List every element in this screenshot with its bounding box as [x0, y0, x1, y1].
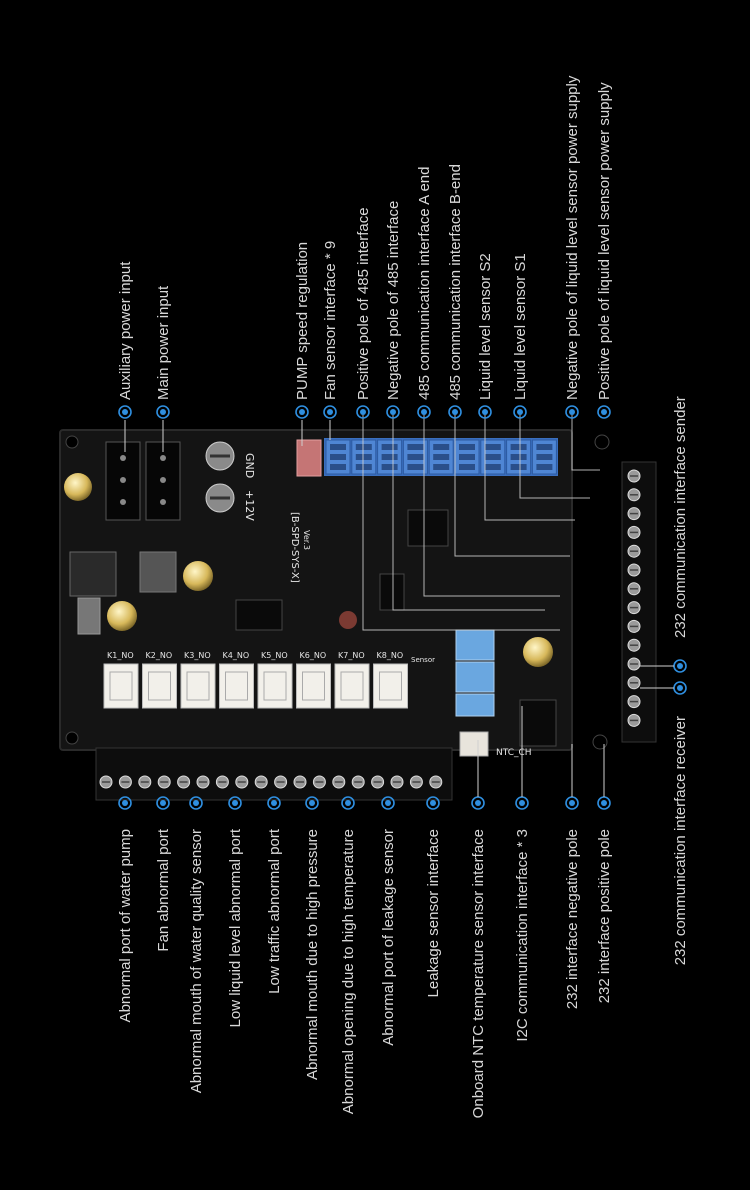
i2c-connector — [455, 693, 495, 717]
sensor-silk-label: Sensor — [411, 656, 435, 664]
marker-dot — [295, 405, 309, 419]
bottom-callout-label: Abnormal port of leakage sensor — [380, 829, 397, 1046]
marker-dot — [323, 405, 337, 419]
board-version-text: Ver.3 — [302, 530, 311, 550]
bottom-callout-label: 232 interface positive pole — [596, 829, 613, 1003]
top-callout-label: 485 communication interface B-end — [447, 164, 464, 400]
top-callout-label: Fan sensor interface * 9 — [322, 241, 339, 400]
marker-dot — [478, 405, 492, 419]
i2c-connector — [455, 629, 495, 661]
marker-dot — [513, 405, 527, 419]
top-callout-label: Negative pole of liquid level sensor pow… — [564, 75, 581, 400]
marker-dot — [118, 405, 132, 419]
marker-dot — [448, 405, 462, 419]
bottom-callout-label: Abnormal port of water pump — [117, 829, 134, 1022]
right-terminal-block — [621, 461, 657, 743]
marker-dot — [565, 405, 579, 419]
capacitor — [64, 473, 92, 501]
relay — [373, 663, 408, 709]
capacitor — [107, 601, 137, 631]
bottom-callout-label: Low traffic abnormal port — [266, 828, 283, 994]
marker-dot — [386, 405, 400, 419]
top-callout-label: Liquid level sensor S2 — [477, 253, 494, 400]
ic-chip — [519, 699, 557, 747]
relay-label: K7_NO — [338, 651, 365, 660]
marker-dot — [381, 796, 395, 810]
top-callout-label: Auxiliary power input — [117, 261, 134, 400]
top-callout-label: PUMP speed regulation — [294, 242, 311, 400]
i2c-connector — [455, 661, 495, 693]
relay-label: K1_NO — [107, 651, 134, 660]
marker-dot — [673, 659, 687, 673]
relay — [334, 663, 370, 709]
relay — [142, 663, 177, 709]
bottom-callout-label: Fan abnormal port — [155, 828, 172, 951]
top-callout-label: 485 communication interface A end — [416, 167, 433, 400]
bottom-callout-label: Leakage sensor interface — [425, 829, 442, 997]
relay — [219, 663, 254, 709]
marker-dot — [228, 796, 242, 810]
bottom-callout-label: Onboard NTC temperature sensor interface — [470, 829, 487, 1118]
v12-silk-label: +12V — [243, 490, 256, 521]
marker-dot — [417, 405, 431, 419]
top-callout-label: Positive pole of 485 interface — [355, 207, 372, 400]
marker-dot — [305, 796, 319, 810]
marker-dot — [515, 796, 529, 810]
top-callout-label: 232 communication interface sender — [672, 396, 689, 638]
marker-dot — [356, 405, 370, 419]
bottom-callout-label: I2C communication interface * 3 — [514, 829, 531, 1042]
bottom-callout-label: 232 interface negative pole — [564, 829, 581, 1009]
pcb-board: GND +12V [B-SPD-SYS-X] Ver.3 NTC_CH Sens… — [59, 412, 657, 801]
top-callout-label: Liquid level sensor S1 — [512, 253, 529, 400]
ic-chip — [407, 509, 449, 547]
ic-chip — [235, 599, 283, 631]
bottom-callout-label: Abnormal mouth due to high pressure — [304, 829, 321, 1080]
relay — [103, 663, 139, 709]
pump-connector — [296, 439, 322, 477]
voltage-regulator — [69, 551, 117, 597]
top-callout-label: Negative pole of 485 interface — [385, 201, 402, 400]
relay-label: K8_NO — [377, 651, 404, 660]
fuse — [77, 597, 101, 635]
marker-dot — [341, 796, 355, 810]
capacitor — [183, 561, 213, 591]
marker-dot — [471, 796, 485, 810]
top-callout-label: Positive pole of liquid level sensor pow… — [596, 82, 613, 400]
marker-dot — [673, 681, 687, 695]
bottom-callout-label: Abnormal opening due to high temperature — [340, 829, 357, 1114]
bottom-callout-label: 232 communication interface receiver — [672, 716, 689, 965]
relay — [296, 663, 331, 709]
bottom-callout-label: Abnormal mouth of water quality sensor — [188, 829, 205, 1093]
marker-dot — [597, 405, 611, 419]
marker-dot — [118, 796, 132, 810]
relay-label: K4_NO — [223, 651, 250, 660]
capacitor-small — [339, 611, 357, 629]
marker-dot — [156, 796, 170, 810]
ic-chip — [379, 573, 405, 611]
gnd-silk-label: GND — [243, 453, 256, 478]
relay-label: K3_NO — [184, 651, 211, 660]
marker-dot — [597, 796, 611, 810]
relay-label: K2_NO — [146, 651, 173, 660]
relay-label: K6_NO — [300, 651, 327, 660]
marker-dot — [426, 796, 440, 810]
relay — [257, 663, 293, 709]
relay-label: K5_NO — [261, 651, 288, 660]
marker-dot — [267, 796, 281, 810]
board-model-text: [B-SPD-SYS-X] — [289, 512, 300, 583]
ntc-silk-label: NTC_CH — [496, 748, 532, 758]
inductor — [139, 551, 177, 593]
bottom-terminal-block — [95, 747, 453, 801]
bottom-callout-label: Low liquid level abnormal port — [227, 828, 244, 1027]
marker-dot — [189, 796, 203, 810]
marker-dot — [565, 796, 579, 810]
ntc-connector — [459, 731, 489, 757]
relay — [180, 663, 216, 709]
capacitor — [523, 637, 553, 667]
top-callout-label: Main power input — [155, 285, 172, 400]
marker-dot — [156, 405, 170, 419]
